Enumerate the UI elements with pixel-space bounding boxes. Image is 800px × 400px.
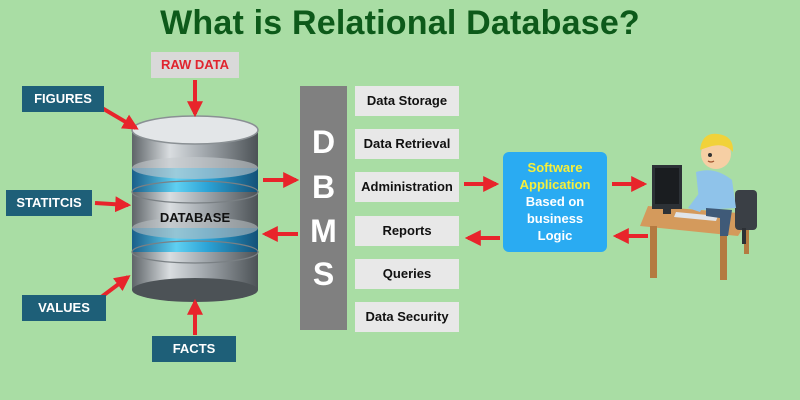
dbms-letter: M [310, 213, 337, 249]
dbms-bar: D B M S [300, 86, 347, 330]
app-box-line: Based on [525, 194, 585, 209]
function-reports: Reports [355, 216, 459, 246]
function-queries: Queries [355, 259, 459, 289]
statistics-tag: STATITCIS [6, 190, 92, 216]
figures-arrow [100, 106, 139, 130]
dbms-letter: S [312, 256, 335, 292]
statistics-arrow [94, 196, 132, 213]
app-box-line: business [526, 211, 584, 226]
facts-tag: FACTS [152, 336, 236, 362]
app-box-line: Application [519, 177, 591, 192]
database-label: DATABASE [159, 210, 231, 225]
user-at-computer-illustration [640, 133, 757, 280]
raw-data-tag: RAW DATA [151, 52, 239, 78]
values-arrow [98, 275, 131, 300]
function-data-storage: Data Storage [355, 86, 459, 116]
function-data-retrieval: Data Retrieval [355, 129, 459, 159]
dbms-letter: B [311, 169, 336, 205]
database-cylinder [131, 115, 259, 302]
values-tag: VALUES [22, 295, 106, 321]
app-box-line: Software [527, 160, 583, 175]
diagram-title: What is Relational Database? [160, 4, 640, 42]
dbms-letter: D [311, 124, 336, 160]
software-application-box: Software Application Based on business L… [503, 152, 607, 252]
function-administration: Administration [355, 172, 459, 202]
function-data-security: Data Security [355, 302, 459, 332]
figures-tag: FIGURES [22, 86, 104, 112]
app-box-line: Logic [537, 228, 573, 243]
